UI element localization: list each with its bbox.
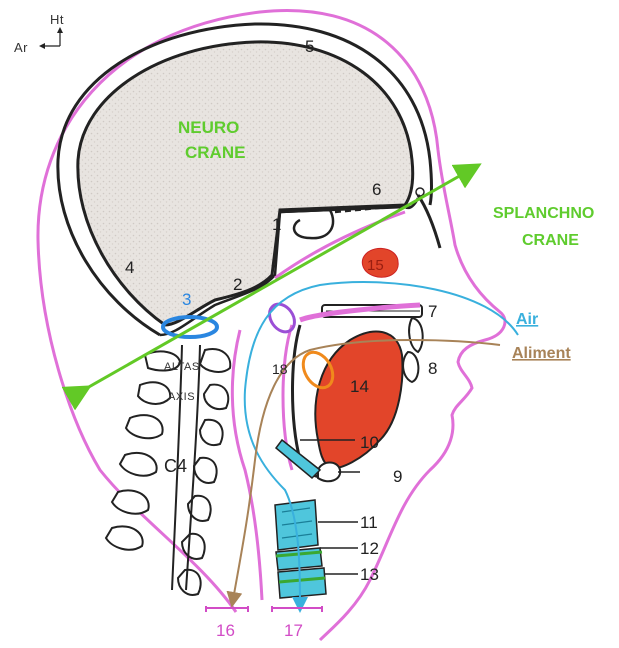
bracket-17 — [272, 606, 322, 612]
aliment-label: Aliment — [512, 345, 571, 362]
axis-label: AXIS — [168, 391, 195, 403]
nasopharynx-ring — [264, 299, 299, 336]
atlas-label: ALTAS — [164, 361, 200, 373]
splanch-label-line2: CRANE — [522, 232, 579, 249]
label-12: 12 — [360, 539, 379, 558]
label-14: 14 — [350, 377, 369, 396]
hyoid — [318, 463, 340, 482]
frontal-sinus — [416, 188, 424, 196]
lower-incisor — [403, 352, 418, 382]
label-8: 8 — [428, 359, 437, 378]
label-11: 11 — [360, 513, 378, 532]
label-10: 10 — [360, 433, 379, 452]
label-1: 1 — [272, 215, 281, 234]
label-3: 3 — [182, 290, 191, 309]
tongue — [315, 332, 402, 469]
splanch-label-line1: SPLANCHNO — [493, 205, 594, 222]
neuro-label-line1: NEURO — [178, 118, 239, 137]
bracket-16 — [206, 606, 248, 612]
c4-label: C4 — [164, 456, 187, 476]
sella-turcica — [280, 210, 333, 238]
label-2: 2 — [233, 275, 242, 294]
label-9: 9 — [393, 467, 402, 486]
label-18: 18 — [272, 361, 288, 377]
label-5: 5 — [305, 37, 314, 56]
orientation-back-label: Ar — [14, 40, 28, 55]
thyroid-cartilage — [275, 500, 318, 550]
label-4: 4 — [125, 258, 134, 277]
label-7: 7 — [428, 302, 437, 321]
upper-incisor — [409, 318, 423, 352]
orientation-up-label: Ht — [50, 12, 64, 27]
trachea-rings — [278, 568, 326, 598]
label-15: 15 — [367, 257, 384, 274]
label-17: 17 — [284, 621, 303, 640]
label-16: 16 — [216, 621, 235, 640]
neuro-label-line2: CRANE — [185, 143, 245, 162]
label-13: 13 — [360, 565, 379, 584]
orientation-indicator: Ht Ar — [14, 12, 64, 55]
label-6: 6 — [372, 180, 381, 199]
air-label: Air — [516, 311, 538, 328]
